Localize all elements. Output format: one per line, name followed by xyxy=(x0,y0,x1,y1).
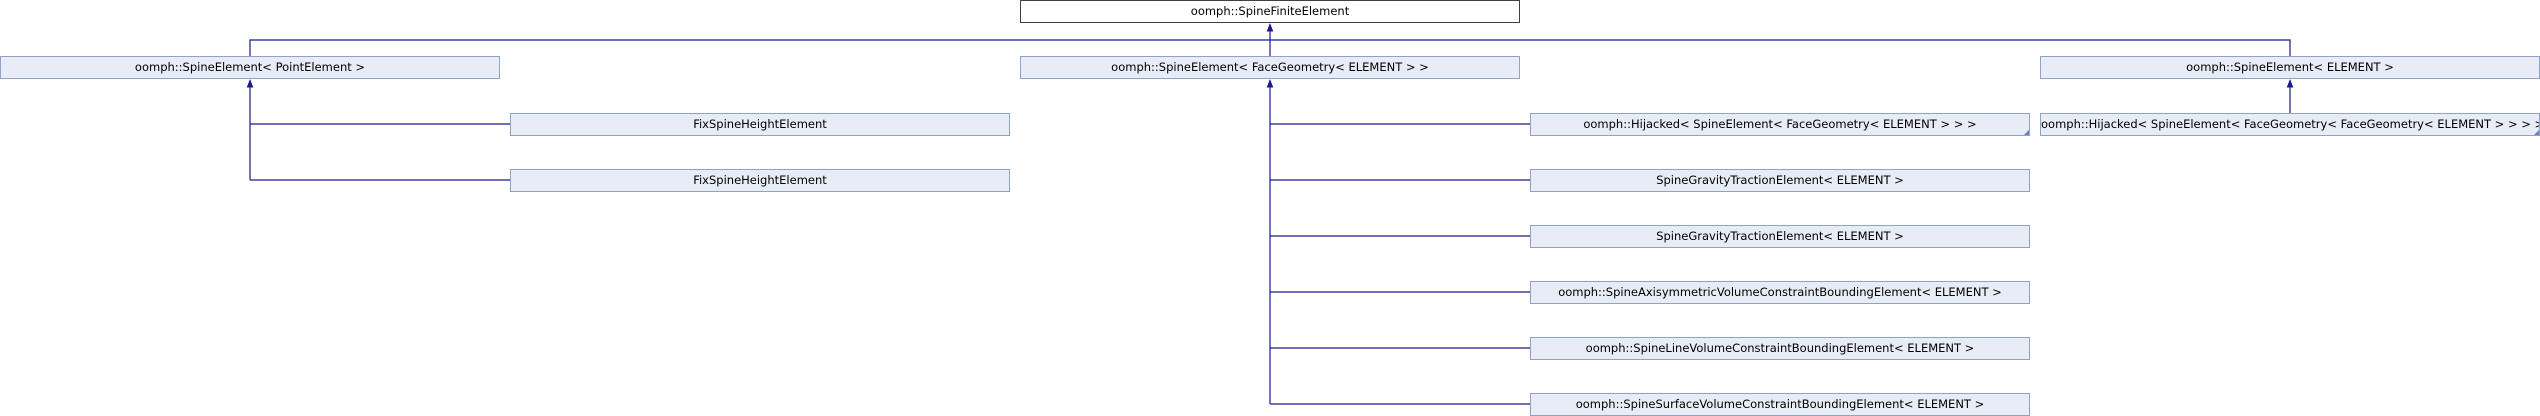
class-node-hijacked-face-face[interactable]: oomph::Hijacked< SpineElement< FaceGeome… xyxy=(2040,113,2540,136)
class-node-spine-element-face[interactable]: oomph::SpineElement< FaceGeometry< ELEME… xyxy=(1020,56,1520,79)
class-node-fix-spine-height-2[interactable]: FixSpineHeightElement xyxy=(510,169,1010,192)
class-node-spine-element-point[interactable]: oomph::SpineElement< PointElement > xyxy=(0,56,500,79)
class-node-spine-finite-element[interactable]: oomph::SpineFiniteElement xyxy=(1020,0,1520,23)
class-node-axisym-volume[interactable]: oomph::SpineAxisymmetricVolumeConstraint… xyxy=(1530,281,2030,304)
class-node-gravity-traction-1[interactable]: SpineGravityTractionElement< ELEMENT > xyxy=(1530,169,2030,192)
class-node-surface-volume[interactable]: oomph::SpineSurfaceVolumeConstraintBound… xyxy=(1530,393,2030,416)
folded-corner-icon xyxy=(2024,130,2029,135)
class-node-fix-spine-height-1[interactable]: FixSpineHeightElement xyxy=(510,113,1010,136)
class-node-label: oomph::Hijacked< SpineElement< FaceGeome… xyxy=(2041,117,2540,131)
folded-corner-icon xyxy=(2534,130,2539,135)
class-node-spine-element-generic[interactable]: oomph::SpineElement< ELEMENT > xyxy=(2040,56,2540,79)
class-node-line-volume[interactable]: oomph::SpineLineVolumeConstraintBounding… xyxy=(1530,337,2030,360)
class-node-label: oomph::Hijacked< SpineElement< FaceGeome… xyxy=(1583,117,1977,131)
edge-root-from-children xyxy=(249,39,2291,56)
class-node-hijacked-face[interactable]: oomph::Hijacked< SpineElement< FaceGeome… xyxy=(1530,113,2030,136)
class-node-gravity-traction-2[interactable]: SpineGravityTractionElement< ELEMENT > xyxy=(1530,225,2030,248)
